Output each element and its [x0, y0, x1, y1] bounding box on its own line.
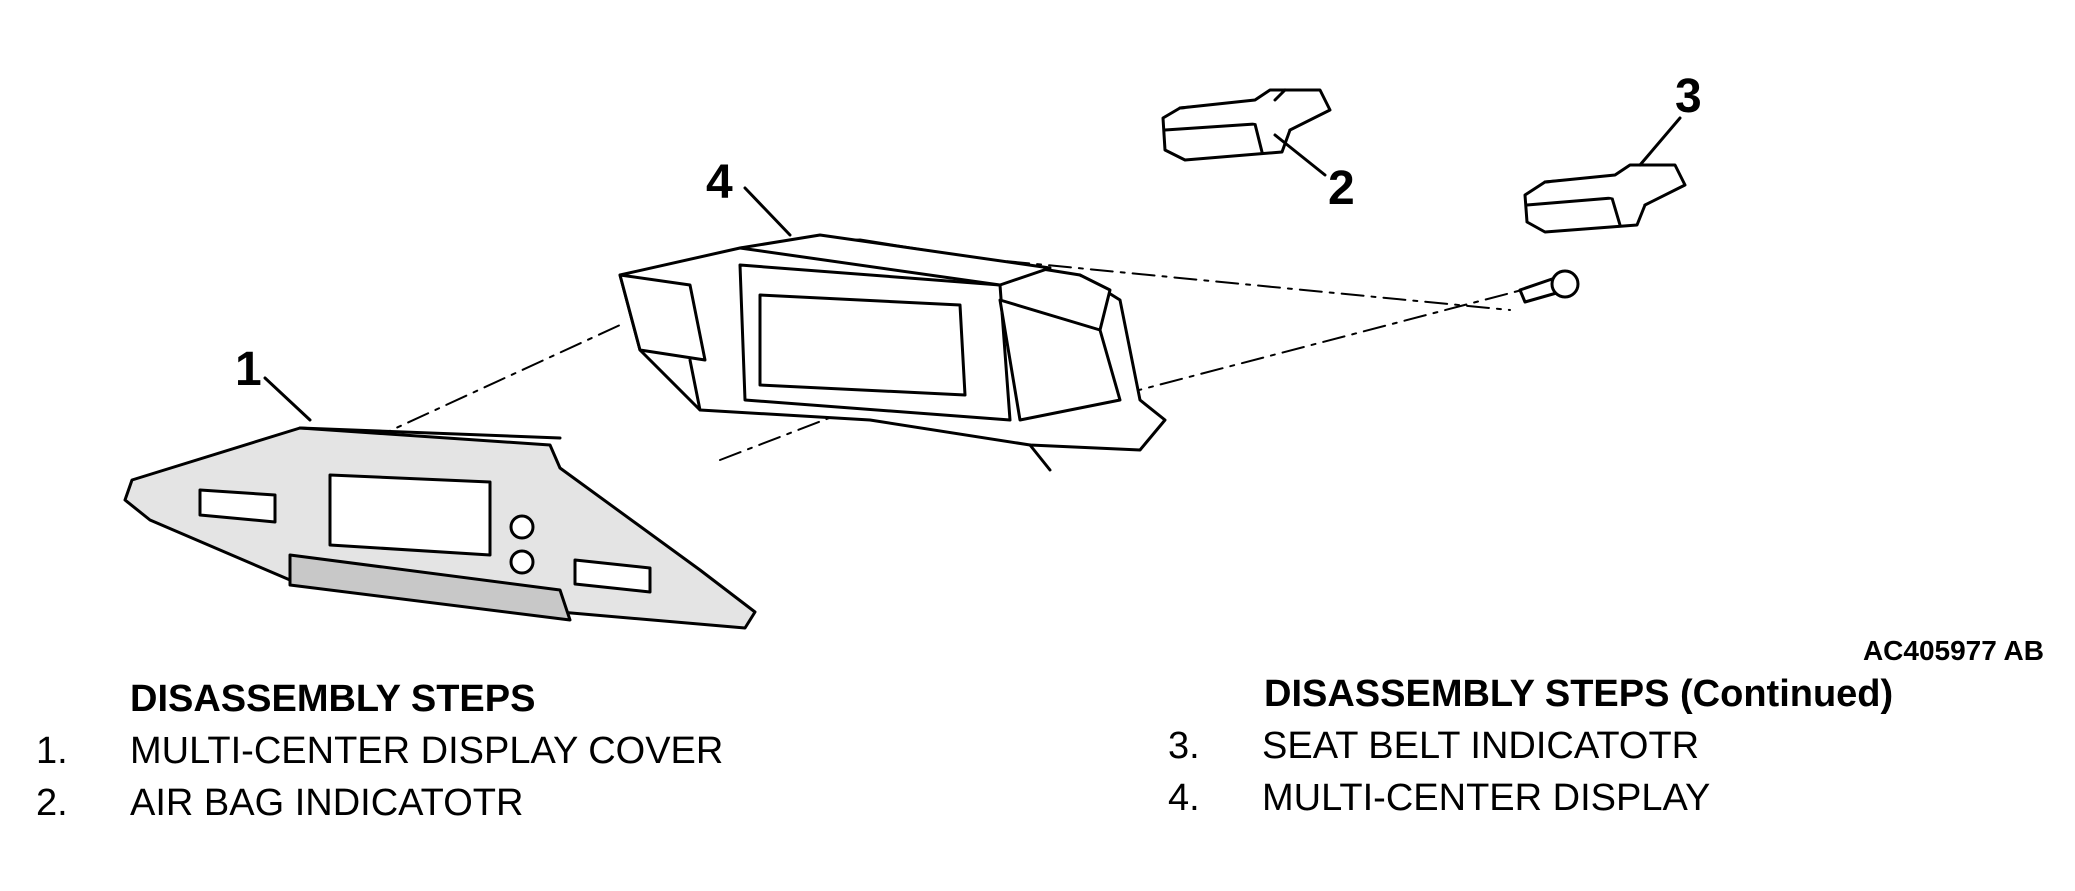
- callout-4: 4: [706, 156, 733, 209]
- step-number: 3.: [1168, 725, 1200, 767]
- screw-part: [1518, 269, 1580, 304]
- step-label: SEAT BELT INDICATOTR: [1262, 725, 1700, 767]
- step-item: 4. MULTI-CENTER DISPLAY: [1168, 777, 1710, 820]
- step-item: 1. MULTI-CENTER DISPLAY COVER: [36, 730, 723, 773]
- step-label: MULTI-CENTER DISPLAY COVER: [130, 730, 724, 772]
- step-label: AIR BAG INDICATOTR: [130, 782, 524, 824]
- step-label: MULTI-CENTER DISPLAY: [1262, 777, 1711, 819]
- step-number: 1.: [36, 730, 68, 772]
- display-unit-part: [618, 233, 1167, 472]
- leader-lines: [263, 116, 1682, 422]
- seat-belt-indicator-part: [1523, 163, 1687, 234]
- step-item: 2. AIR BAG INDICATOTR: [36, 782, 523, 825]
- steps-heading: DISASSEMBLY STEPS: [130, 678, 536, 720]
- air-bag-indicator-part: [1161, 88, 1332, 162]
- steps-continued-heading: DISASSEMBLY STEPS (Continued): [1264, 673, 1894, 715]
- callout-1: 1: [235, 343, 262, 396]
- step-number: 2.: [36, 782, 68, 824]
- step-item: 3. SEAT BELT INDICATOTR: [1168, 725, 1699, 768]
- callout-3: 3: [1675, 70, 1702, 123]
- callout-2: 2: [1328, 162, 1355, 215]
- step-number: 4.: [1168, 777, 1200, 819]
- figure-id: AC405977 AB: [1863, 635, 2044, 666]
- display-cover-part: [123, 426, 757, 630]
